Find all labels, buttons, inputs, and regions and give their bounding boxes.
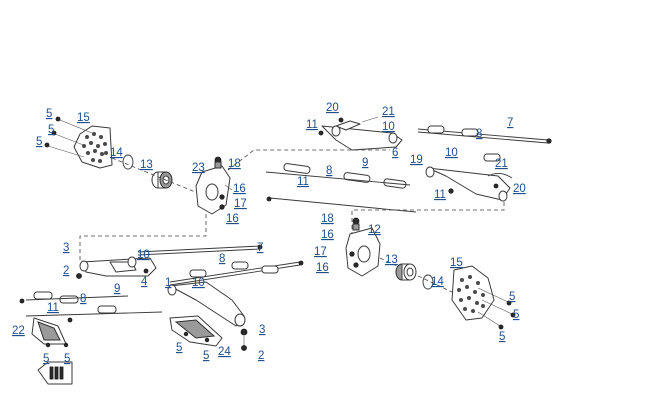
callout-10: 10	[445, 147, 458, 159]
callout-5: 5	[46, 108, 52, 120]
callout-5: 5	[43, 353, 49, 365]
callout-2: 2	[258, 350, 264, 362]
circlip-left	[122, 154, 134, 170]
callout-11: 11	[297, 176, 309, 188]
upper-a-arm-left	[76, 256, 157, 279]
callout-15: 15	[77, 112, 90, 124]
part-callouts: 5 15 5 5 14 13 23 18 16 17 16 20 21 11 1…	[12, 102, 526, 365]
callout-11: 11	[306, 119, 318, 131]
callout-8: 8	[326, 165, 332, 177]
brake-disc-front-right	[451, 265, 495, 321]
callout-5: 5	[509, 291, 515, 303]
callout-2: 2	[63, 265, 69, 277]
pivot-bolt-upper-right	[417, 125, 552, 162]
callout-24: 24	[218, 346, 231, 358]
wheel-bearing-left	[151, 171, 173, 189]
callout-10: 10	[192, 277, 205, 289]
brake-disc-front-left	[73, 125, 113, 169]
callout-5: 5	[513, 309, 519, 321]
bushing-tubes-upper	[265, 163, 417, 213]
callout-14: 14	[110, 147, 123, 159]
callout-1: 1	[165, 277, 171, 289]
callout-15: 15	[450, 257, 463, 269]
callout-9: 9	[362, 157, 368, 169]
callout-16: 16	[233, 183, 246, 195]
callout-3: 3	[63, 242, 69, 254]
callout-20: 20	[326, 102, 339, 114]
callout-19: 19	[410, 154, 423, 166]
callout-5: 5	[36, 136, 42, 148]
callout-5: 5	[48, 124, 54, 136]
skid-plate-22	[31, 317, 69, 348]
callout-22: 22	[12, 325, 25, 337]
lower-a-arm-left	[167, 281, 248, 351]
front-arrow-icon	[37, 361, 73, 385]
callout-17: 17	[234, 198, 247, 210]
callout-12: 12	[368, 224, 381, 236]
callout-23: 23	[192, 162, 205, 174]
disc-bolts-upper-left	[44, 116, 93, 158]
callout-16: 16	[321, 229, 334, 241]
wheel-bearing-right	[395, 263, 417, 281]
callout-6: 6	[392, 147, 398, 159]
callout-16: 16	[226, 213, 239, 225]
callout-18: 18	[321, 213, 334, 225]
callout-21: 21	[495, 158, 508, 170]
callout-21: 21	[382, 106, 395, 118]
callout-4: 4	[141, 276, 148, 288]
callout-8: 8	[476, 128, 482, 140]
callout-5: 5	[176, 342, 182, 354]
callout-14: 14	[431, 276, 444, 288]
circlip-right	[422, 274, 434, 290]
disc-bolts-right	[477, 287, 516, 330]
lower-a-arm-right	[425, 166, 513, 202]
callout-13: 13	[140, 159, 153, 171]
upper-a-arm-right	[318, 116, 403, 151]
callout-5: 5	[203, 350, 209, 362]
callout-16: 16	[316, 262, 329, 274]
callout-9: 9	[114, 283, 120, 295]
callout-10: 10	[137, 249, 150, 261]
steering-knuckle-left	[195, 156, 233, 215]
callout-10: 10	[382, 121, 395, 133]
callout-13: 13	[385, 254, 398, 266]
callout-18: 18	[228, 158, 241, 170]
callout-7: 7	[507, 117, 513, 129]
skid-plate-24	[169, 315, 223, 347]
callout-5: 5	[499, 331, 505, 343]
callout-8: 8	[219, 253, 225, 265]
callout-5: 5	[64, 353, 70, 365]
steering-knuckle-right	[345, 217, 381, 277]
pivot-bolts-lower-left	[19, 244, 304, 323]
callout-11: 11	[434, 189, 446, 201]
callout-11: 11	[47, 302, 59, 314]
callout-7: 7	[257, 242, 263, 254]
callout-17: 17	[314, 246, 327, 258]
callout-20: 20	[513, 183, 526, 195]
callout-8: 8	[80, 293, 86, 305]
callout-3: 3	[259, 324, 265, 336]
